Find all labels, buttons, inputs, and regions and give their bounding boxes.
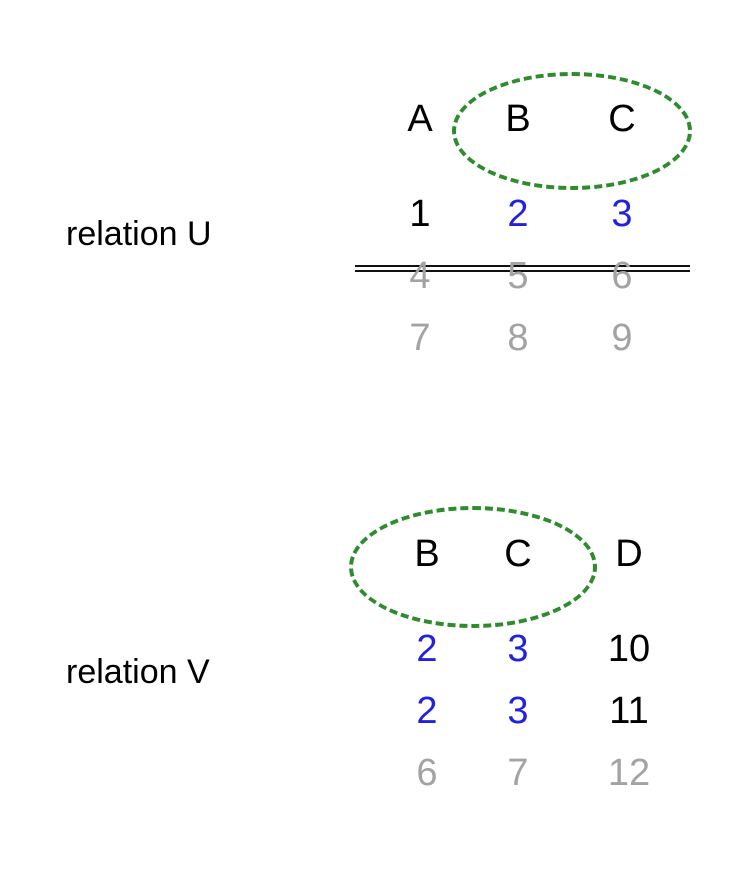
cell-u-r2-b: 8	[507, 317, 529, 359]
cell-u-r1-b: 5	[507, 255, 529, 297]
cell-u-r0-c: 3	[611, 193, 633, 235]
column-header-b: B	[414, 533, 440, 575]
column-header-a: A	[407, 98, 433, 140]
table-row: 4 5 6	[355, 255, 695, 319]
cell-u-r1-c: 6	[611, 255, 633, 297]
relation-u-table: A B C 1 2 3 4 5 6 7 8 9	[355, 98, 695, 381]
column-header-c: C	[504, 533, 532, 575]
column-header-d: D	[615, 533, 643, 575]
relation-v-header-row: B C D	[358, 533, 708, 593]
column-header-b: B	[505, 98, 531, 140]
cell-v-r2-b: 6	[416, 752, 438, 794]
cell-u-r2-c: 9	[611, 317, 633, 359]
relation-v-table: B C D 2 3 10 2 3 11 6 7 12	[358, 533, 708, 816]
cell-v-r2-c: 7	[507, 752, 529, 794]
cell-u-r2-a: 7	[409, 317, 431, 359]
table-row: 2 3 10	[358, 628, 708, 692]
cell-v-r0-c: 3	[507, 628, 529, 670]
table-row: 6 7 12	[358, 752, 708, 816]
relation-v-caption: relation V	[66, 653, 210, 691]
cell-v-r1-c: 3	[507, 690, 529, 732]
cell-v-r0-b: 2	[416, 628, 438, 670]
cell-v-r1-d: 11	[609, 690, 649, 732]
cell-u-r1-a: 4	[409, 255, 431, 297]
relation-u-header-rule	[355, 265, 690, 272]
table-row: 7 8 9	[355, 317, 695, 381]
cell-v-r1-b: 2	[416, 690, 438, 732]
cell-u-r0-b: 2	[507, 193, 529, 235]
table-row: 2 3 11	[358, 690, 708, 754]
column-header-c: C	[608, 98, 636, 140]
cell-v-r0-d: 10	[607, 628, 651, 670]
relation-u-header-row: A B C	[355, 98, 695, 158]
cell-u-r0-a: 1	[409, 193, 431, 235]
cell-v-r2-d: 12	[607, 752, 651, 794]
relation-u-caption: relation U	[66, 215, 212, 253]
table-row: 1 2 3	[355, 193, 695, 257]
